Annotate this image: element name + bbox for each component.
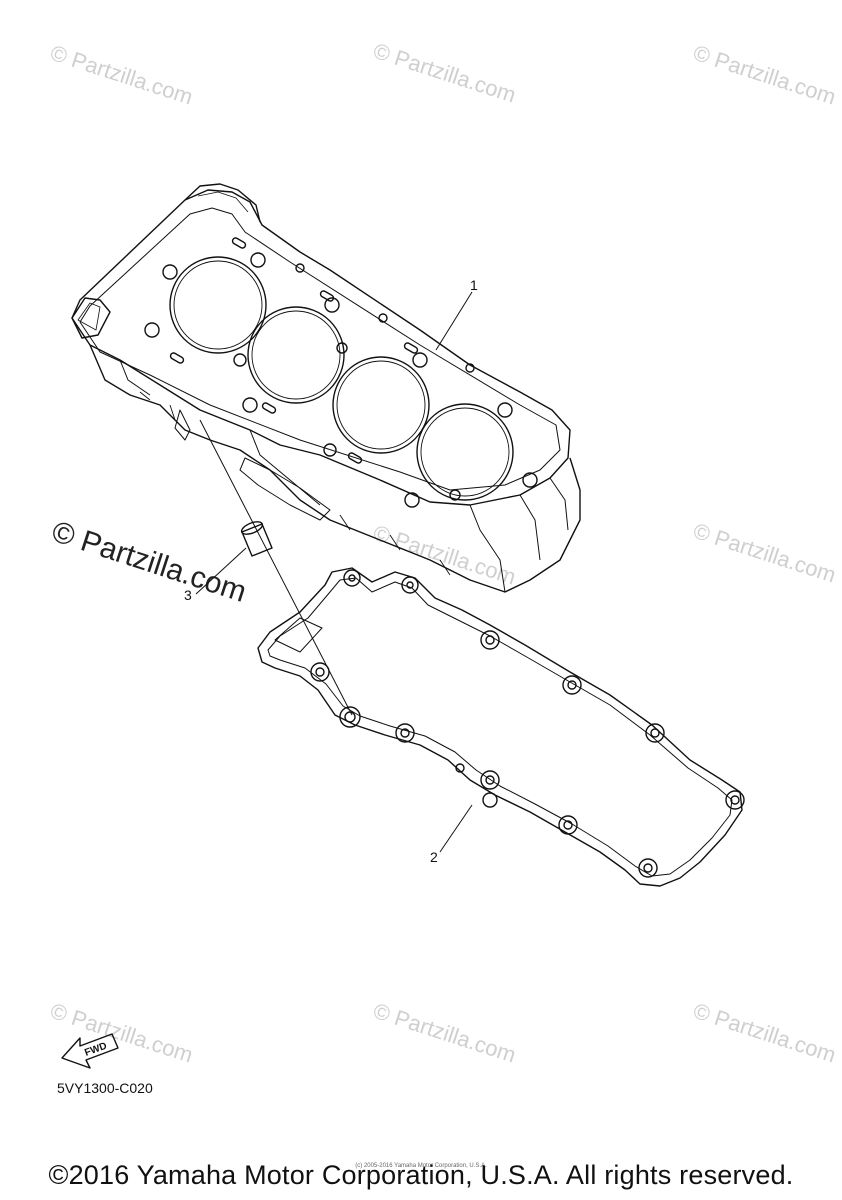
fineprint: (c) 2005-2016 Yamaha Motor Corporation, … bbox=[355, 1163, 487, 1169]
callout-1: 1 bbox=[470, 277, 478, 293]
callout-2: 2 bbox=[430, 849, 438, 865]
copyright-notice: ©2016 Yamaha Motor Corporation, U.S.A. A… bbox=[48, 1160, 794, 1190]
callout-3: 3 bbox=[184, 587, 192, 603]
cylinder-gasket-drawing bbox=[257, 567, 745, 887]
cylinder-block-drawing bbox=[71, 183, 581, 593]
part-code: 5VY1300-C020 bbox=[57, 1080, 153, 1096]
fwd-arrow-icon bbox=[61, 1033, 119, 1069]
